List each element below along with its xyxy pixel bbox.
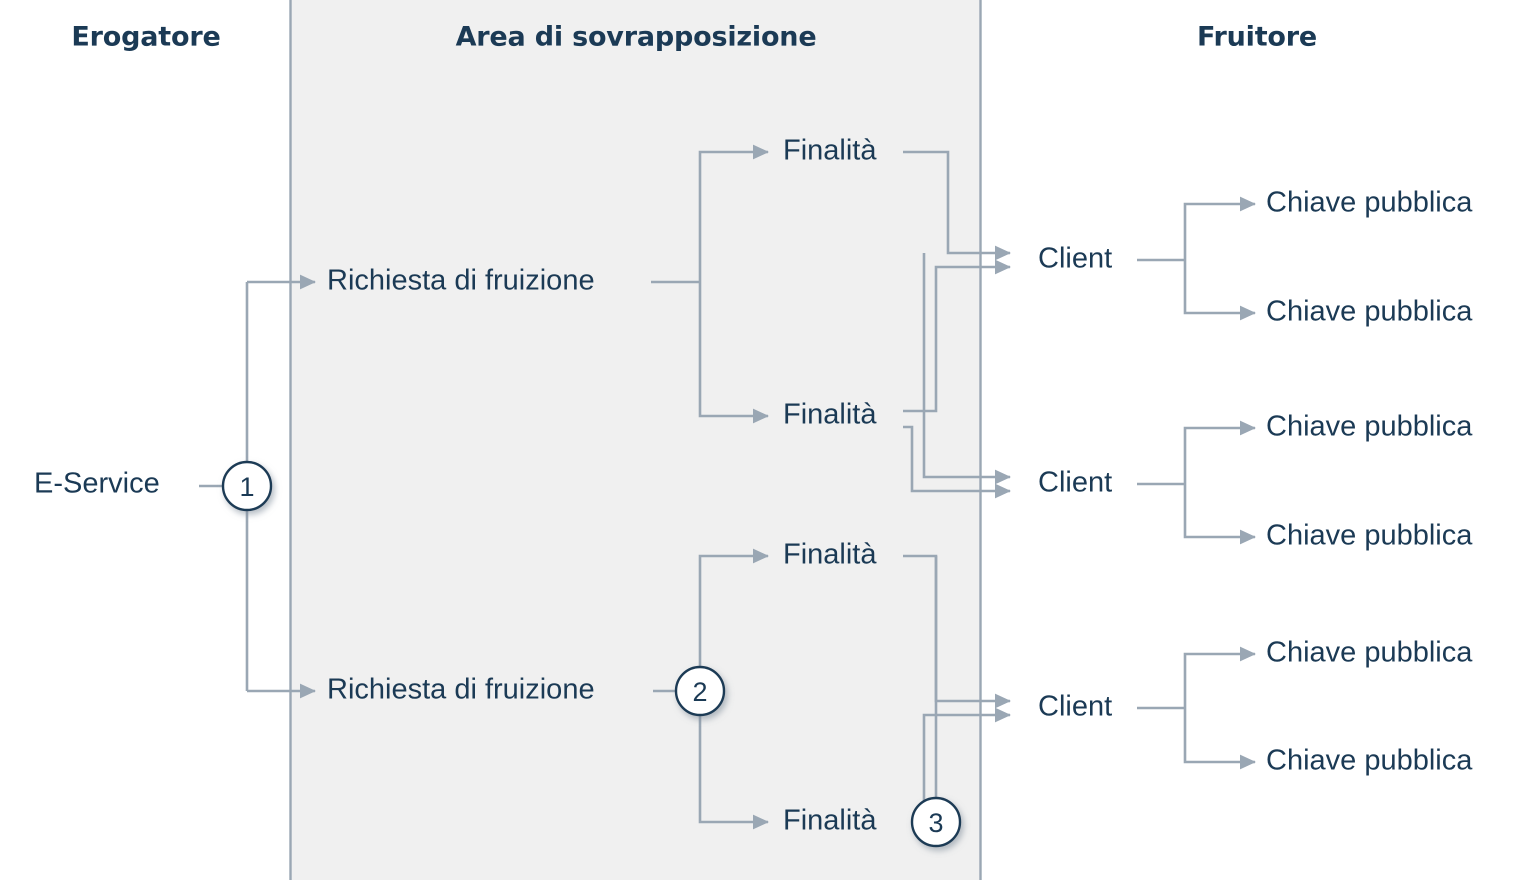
connector-client2-to-key3 <box>1183 420 1256 484</box>
node-purpose-1: Finalità <box>783 135 877 167</box>
step-badge-3-label: 3 <box>928 808 943 838</box>
connector-client3-to-key5 <box>1183 646 1256 708</box>
connector-client1-to-key1 <box>1183 196 1256 260</box>
node-client-3: Client <box>1038 691 1112 723</box>
node-request-2: Richiesta di fruizione <box>327 674 595 706</box>
node-eservice: E-Service <box>34 468 160 500</box>
node-public-key-3: Chiave pubblica <box>1266 411 1473 443</box>
connector-request2-to-purpose4 <box>698 691 769 830</box>
column-header-fruitore: Fruitore <box>1197 22 1317 53</box>
column-header-erogatore: Erogatore <box>71 22 220 53</box>
connector-group-request1-to-purposes <box>651 144 769 424</box>
node-purpose-3: Finalità <box>783 539 877 571</box>
connector-client1-to-key2 <box>1183 260 1256 321</box>
connector-client3-to-key6 <box>1183 708 1256 770</box>
connector-purpose1-to-client2 <box>922 253 1011 485</box>
node-public-key-5: Chiave pubblica <box>1266 637 1473 669</box>
connector-group-client1-keys <box>1137 196 1256 321</box>
step-badge-1[interactable] <box>221 460 273 512</box>
column-header-area-sovrapposizione: Area di sovrapposizione <box>456 22 817 53</box>
connector-request1-to-purpose1 <box>698 144 769 282</box>
connector-group-eservice-to-requests <box>199 274 316 699</box>
connector-request2-to-purpose3 <box>698 548 769 691</box>
node-public-key-4: Chiave pubblica <box>1266 520 1473 552</box>
connector-purpose2-to-client1 <box>903 259 1011 413</box>
node-client-2: Client <box>1038 467 1112 499</box>
connector-purpose4-to-client3 <box>922 707 1011 822</box>
node-public-key-6: Chiave pubblica <box>1266 745 1473 777</box>
step-badge-3[interactable] <box>910 796 962 848</box>
step-badge-2-label: 2 <box>692 677 707 707</box>
node-purpose-4: Finalità <box>783 805 877 837</box>
connector-purpose1-to-client1 <box>903 150 1011 261</box>
node-purpose-2: Finalità <box>783 399 877 431</box>
step-badge-2[interactable] <box>674 665 726 717</box>
connector-client2-to-key4 <box>1183 484 1256 545</box>
overlap-band <box>289 0 982 880</box>
step-badge-1-label: 1 <box>239 472 254 502</box>
node-public-key-2: Chiave pubblica <box>1266 296 1473 328</box>
connector-request1-to-purpose2 <box>698 282 769 424</box>
node-public-key-1: Chiave pubblica <box>1266 187 1473 219</box>
connector-purpose2-to-client2 <box>903 425 1011 499</box>
node-client-1: Client <box>1038 243 1112 275</box>
connector-group-client3-keys <box>1137 646 1256 770</box>
connector-group-client2-keys <box>1137 420 1256 545</box>
connector-group-request2-to-purposes <box>653 548 769 830</box>
node-request-1: Richiesta di fruizione <box>327 265 595 297</box>
